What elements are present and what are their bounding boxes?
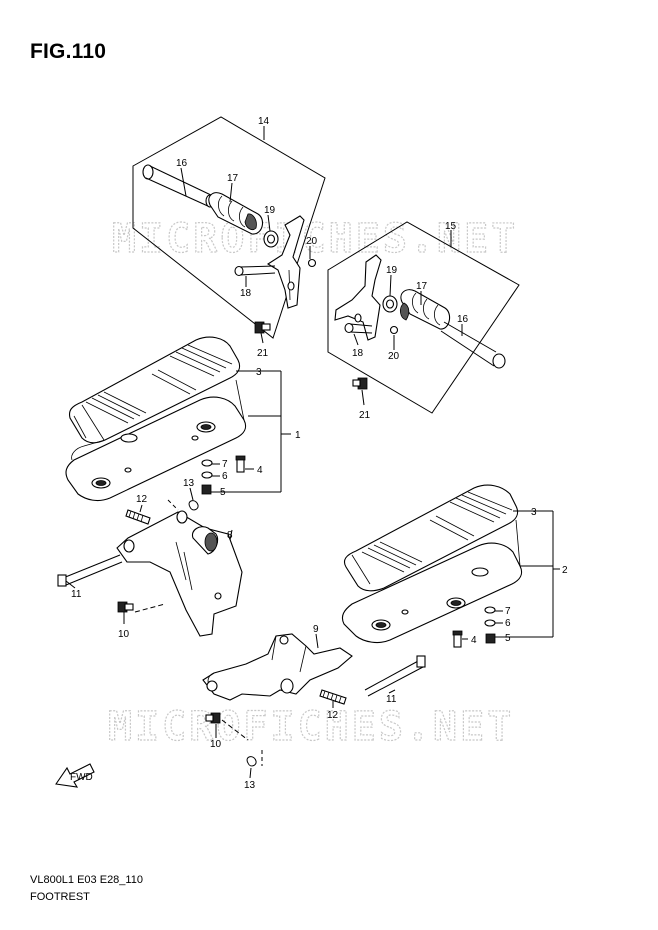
part-4-bolt-right [452,630,463,648]
part-19-washer-right [382,295,398,313]
callout-14: 14 [258,116,270,127]
part-5-nut-left [201,484,212,495]
part-18-clevis-pin-right [344,322,373,334]
part-8-floorboard-bracket-left [116,510,243,637]
part-17-footpeg-rubber-left [208,192,264,235]
callout-1: 1 [295,430,301,441]
part-6-washer-right [484,619,496,627]
callout-16-right: 16 [457,314,469,325]
callout-4-right: 4 [471,635,477,646]
callout-10-right: 10 [210,739,222,750]
part-7-washer-left [201,459,213,467]
section-name: FOOTREST [30,891,90,903]
part-19-washer-left [263,230,279,248]
callout-11-right: 11 [386,694,397,705]
part-11-bolt-left [57,554,123,587]
callout-9: 9 [313,624,319,635]
callout-19-right: 19 [386,265,398,276]
callout-12-left: 12 [136,494,148,505]
part-9-floorboard-bracket-right [202,633,353,701]
part-12-spring-left [125,509,151,525]
callout-5-right: 5 [505,633,511,644]
part-20-clip-left [307,258,317,268]
leader-lines [65,126,560,779]
watermark-top: MICROFICHES.NET [112,216,518,262]
callout-20-right: 20 [388,351,400,362]
part-21-bolt-left [254,321,271,334]
callout-11-left: 11 [71,589,82,600]
forward-direction-arrow: FWD [55,763,95,788]
assembly-box-14 [132,116,326,339]
callout-21-right: 21 [359,410,371,421]
callout-3-right: 3 [531,507,537,518]
part-10-bolt-right [205,712,221,724]
part-16-pin-right [440,321,506,369]
part-12-spring-right [319,689,347,705]
callout-18-left: 18 [240,288,252,299]
callout-13-left: 13 [183,478,195,489]
figure-title: FIG.110 [30,40,107,63]
part-13-clip-right [246,756,257,767]
watermark-bottom: MICROFICHES.NET [108,704,514,750]
callout-13-right: 13 [244,780,256,791]
part-11-bolt-right [364,655,426,697]
part-7-washer-right [484,606,496,614]
floorboard-base-left [65,379,247,502]
callout-6-right: 6 [505,618,511,629]
callout-7-left: 7 [222,459,228,470]
callout-16-left: 16 [176,158,188,169]
part-10-bolt-left [117,601,134,613]
callout-8: 8 [227,530,233,541]
callout-3-left: 3 [256,367,262,378]
part-13-clip-left [188,500,199,511]
part-16-pin-left [142,164,215,208]
diagram-code: VL800L1 E03 E28_110 [30,874,143,886]
footpeg-bracket-right [334,254,382,341]
footpeg-bracket-left [266,215,305,309]
callout-19-left: 19 [264,205,276,216]
part-3-floorboard-mat-right [343,484,519,592]
callout-labels: 14 16 17 19 20 18 21 15 19 17 16 18 20 2… [71,116,568,791]
callout-10-left: 10 [118,629,130,640]
part-5-nut-right [485,633,496,644]
callout-21-left: 21 [257,348,269,359]
callout-4-left: 4 [257,465,263,476]
part-17-footpeg-rubber-right [400,289,451,330]
assembly-box-15 [327,221,520,414]
part-20-clip-right [389,325,399,335]
callout-12-right: 12 [327,710,339,721]
callout-5-left: 5 [220,487,226,498]
callout-17-left: 17 [227,173,239,184]
callout-2: 2 [562,565,568,576]
callout-17-right: 17 [416,281,428,292]
part-4-bolt-left [235,455,246,473]
part-18-clevis-pin-left [234,265,276,277]
callout-15: 15 [445,221,457,232]
callout-18-right: 18 [352,348,364,359]
part-21-bolt-right [352,377,368,390]
callout-7-right: 7 [505,606,511,617]
callout-6-left: 6 [222,471,228,482]
part-6-washer-left [201,471,213,479]
callout-20-left: 20 [306,236,318,247]
fwd-label: FWD [70,772,93,783]
